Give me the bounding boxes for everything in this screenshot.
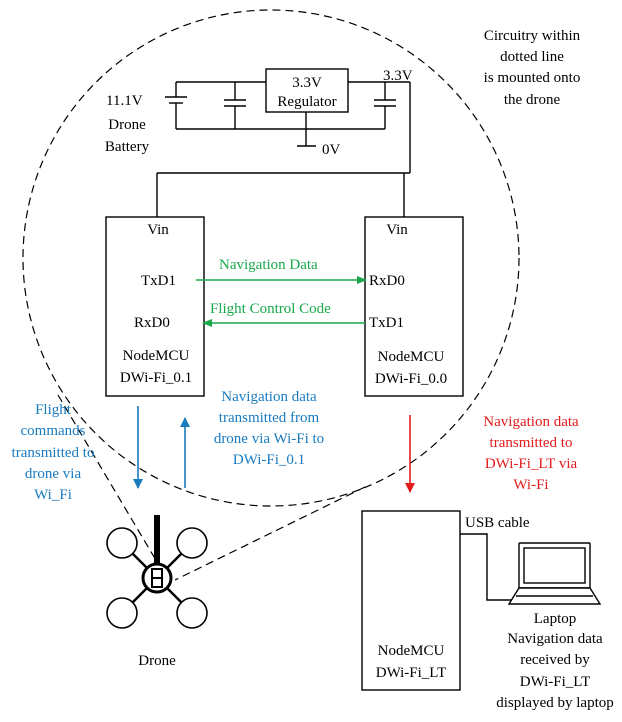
drone-label: Drone [138, 653, 176, 669]
svg-text:NodeMCU: NodeMCU [378, 643, 445, 659]
laptop-caption: Laptop Navigation data received by DWi-F… [496, 611, 613, 711]
svg-text:DWi-Fi_0.1: DWi-Fi_0.1 [120, 370, 192, 386]
nodemcu-lt: NodeMCU DWi-Fi_LT [361, 510, 461, 691]
nav-from-drone-label: Navigation data transmitted from drone v… [214, 389, 324, 468]
nodemcu-left: Vin TxD1 RxD0 NodeMCU DWi-Fi_0.1 [105, 216, 205, 397]
svg-text:the drone: the drone [504, 92, 561, 108]
svg-text:RxD0: RxD0 [369, 273, 405, 289]
boundary-tangent-left [57, 394, 161, 568]
svg-text:NodeMCU: NodeMCU [123, 348, 190, 364]
svg-text:transmitted from: transmitted from [219, 410, 320, 426]
drone-icon [106, 515, 208, 629]
svg-text:NodeMCU: NodeMCU [378, 349, 445, 365]
svg-text:DWi-Fi_LT: DWi-Fi_LT [376, 665, 447, 681]
regulator-label: Regulator [277, 94, 336, 110]
battery-label-2: Battery [105, 139, 150, 155]
svg-text:Vin: Vin [386, 222, 408, 238]
svg-text:dotted line: dotted line [500, 49, 564, 65]
svg-text:Flight: Flight [35, 402, 72, 418]
svg-text:displayed by laptop: displayed by laptop [496, 695, 613, 711]
laptop-icon [507, 542, 602, 605]
svg-text:Wi-Fi: Wi-Fi [513, 477, 548, 493]
flight-cmd-label: Flight commands transmitted to drone via… [12, 402, 95, 503]
regulator-box [265, 68, 349, 113]
svg-text:transmitted to: transmitted to [490, 435, 573, 451]
flight-code-label: Flight Control Code [210, 301, 331, 317]
usb-cable [460, 533, 516, 601]
battery-voltage: 11.1V [106, 93, 143, 109]
svg-text:DWi-Fi_LT: DWi-Fi_LT [520, 674, 591, 690]
svg-text:Laptop: Laptop [534, 611, 577, 627]
svg-text:commands: commands [21, 423, 86, 439]
rail-33v-label: 3.3V [383, 68, 413, 84]
svg-text:drone via: drone via [25, 466, 82, 482]
mount-note: Circuitry within dotted line is mounted … [484, 28, 581, 108]
battery-label-1: Drone [108, 117, 146, 133]
svg-text:Navigation data: Navigation data [221, 389, 317, 405]
svg-text:TxD1: TxD1 [369, 315, 404, 331]
svg-text:received by: received by [520, 652, 590, 668]
boundary-dashed-circle [22, 9, 520, 507]
power-circuit [156, 81, 411, 217]
nav-to-lt-label: Navigation data transmitted to DWi-Fi_LT… [483, 414, 579, 493]
nav-data-label: Navigation Data [219, 257, 318, 273]
svg-text:Navigation data: Navigation data [507, 631, 603, 647]
svg-text:DWi-Fi_LT via: DWi-Fi_LT via [485, 456, 578, 472]
usb-label: USB cable [465, 515, 530, 531]
regulator-voltage: 3.3V [292, 75, 322, 91]
svg-text:DWi-Fi_0.0: DWi-Fi_0.0 [375, 371, 447, 387]
boundary-tangent-right [174, 486, 366, 581]
svg-text:RxD0: RxD0 [134, 315, 170, 331]
svg-text:is mounted onto: is mounted onto [484, 70, 581, 86]
ground-label: 0V [322, 142, 341, 158]
svg-text:Wi_Fi: Wi_Fi [34, 487, 72, 503]
svg-text:TxD1: TxD1 [141, 273, 176, 289]
svg-text:Circuitry within: Circuitry within [484, 28, 581, 44]
nodemcu-right: Vin RxD0 TxD1 NodeMCU DWi-Fi_0.0 [364, 216, 464, 397]
svg-text:drone via Wi-Fi to: drone via Wi-Fi to [214, 431, 324, 447]
svg-text:Vin: Vin [147, 222, 169, 238]
svg-text:transmitted to: transmitted to [12, 445, 95, 461]
svg-text:DWi-Fi_0.1: DWi-Fi_0.1 [233, 452, 305, 468]
svg-text:Navigation data: Navigation data [483, 414, 579, 430]
